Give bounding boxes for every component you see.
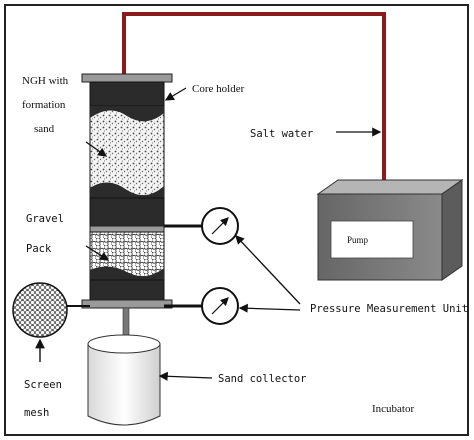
- ngh-label-line3: sand: [34, 123, 55, 135]
- sand-collector: [87, 334, 161, 426]
- pressure-unit-arrow-lower: [238, 303, 301, 313]
- gravel-label: Gravel: [26, 213, 64, 225]
- pack-label: Pack: [26, 243, 52, 255]
- ngh-label-line1: NGH with: [22, 75, 69, 87]
- pressure-unit-label: Pressure Measurement Unit: [310, 303, 468, 315]
- mesh-label: mesh: [24, 407, 49, 419]
- screen-label: Screen: [24, 379, 62, 391]
- gravel-pack-arrow: [85, 245, 110, 261]
- ngh-sand-arrow: [85, 141, 108, 157]
- pump-label-box: [330, 220, 414, 259]
- pressure-gauges: [164, 207, 239, 325]
- salt-water-label: Salt water: [250, 128, 313, 140]
- pump-label: Pump: [347, 235, 369, 245]
- screen-mesh-icon: [12, 282, 68, 338]
- ngh-label-line2: formation: [22, 99, 66, 111]
- pressure-unit-arrow-upper: [235, 235, 301, 305]
- core-holder-arrow: [164, 87, 187, 101]
- incubator-label: Incubator: [372, 403, 414, 415]
- sand-collector-label: Sand collector: [218, 373, 307, 385]
- sand-collector-arrow: [158, 371, 213, 381]
- core-holder-label: Core holder: [192, 83, 245, 95]
- pump-unit: [316, 179, 464, 281]
- core-holder: [81, 73, 173, 355]
- incubator-frame: [4, 4, 469, 436]
- salt-water-pipe: [122, 12, 386, 186]
